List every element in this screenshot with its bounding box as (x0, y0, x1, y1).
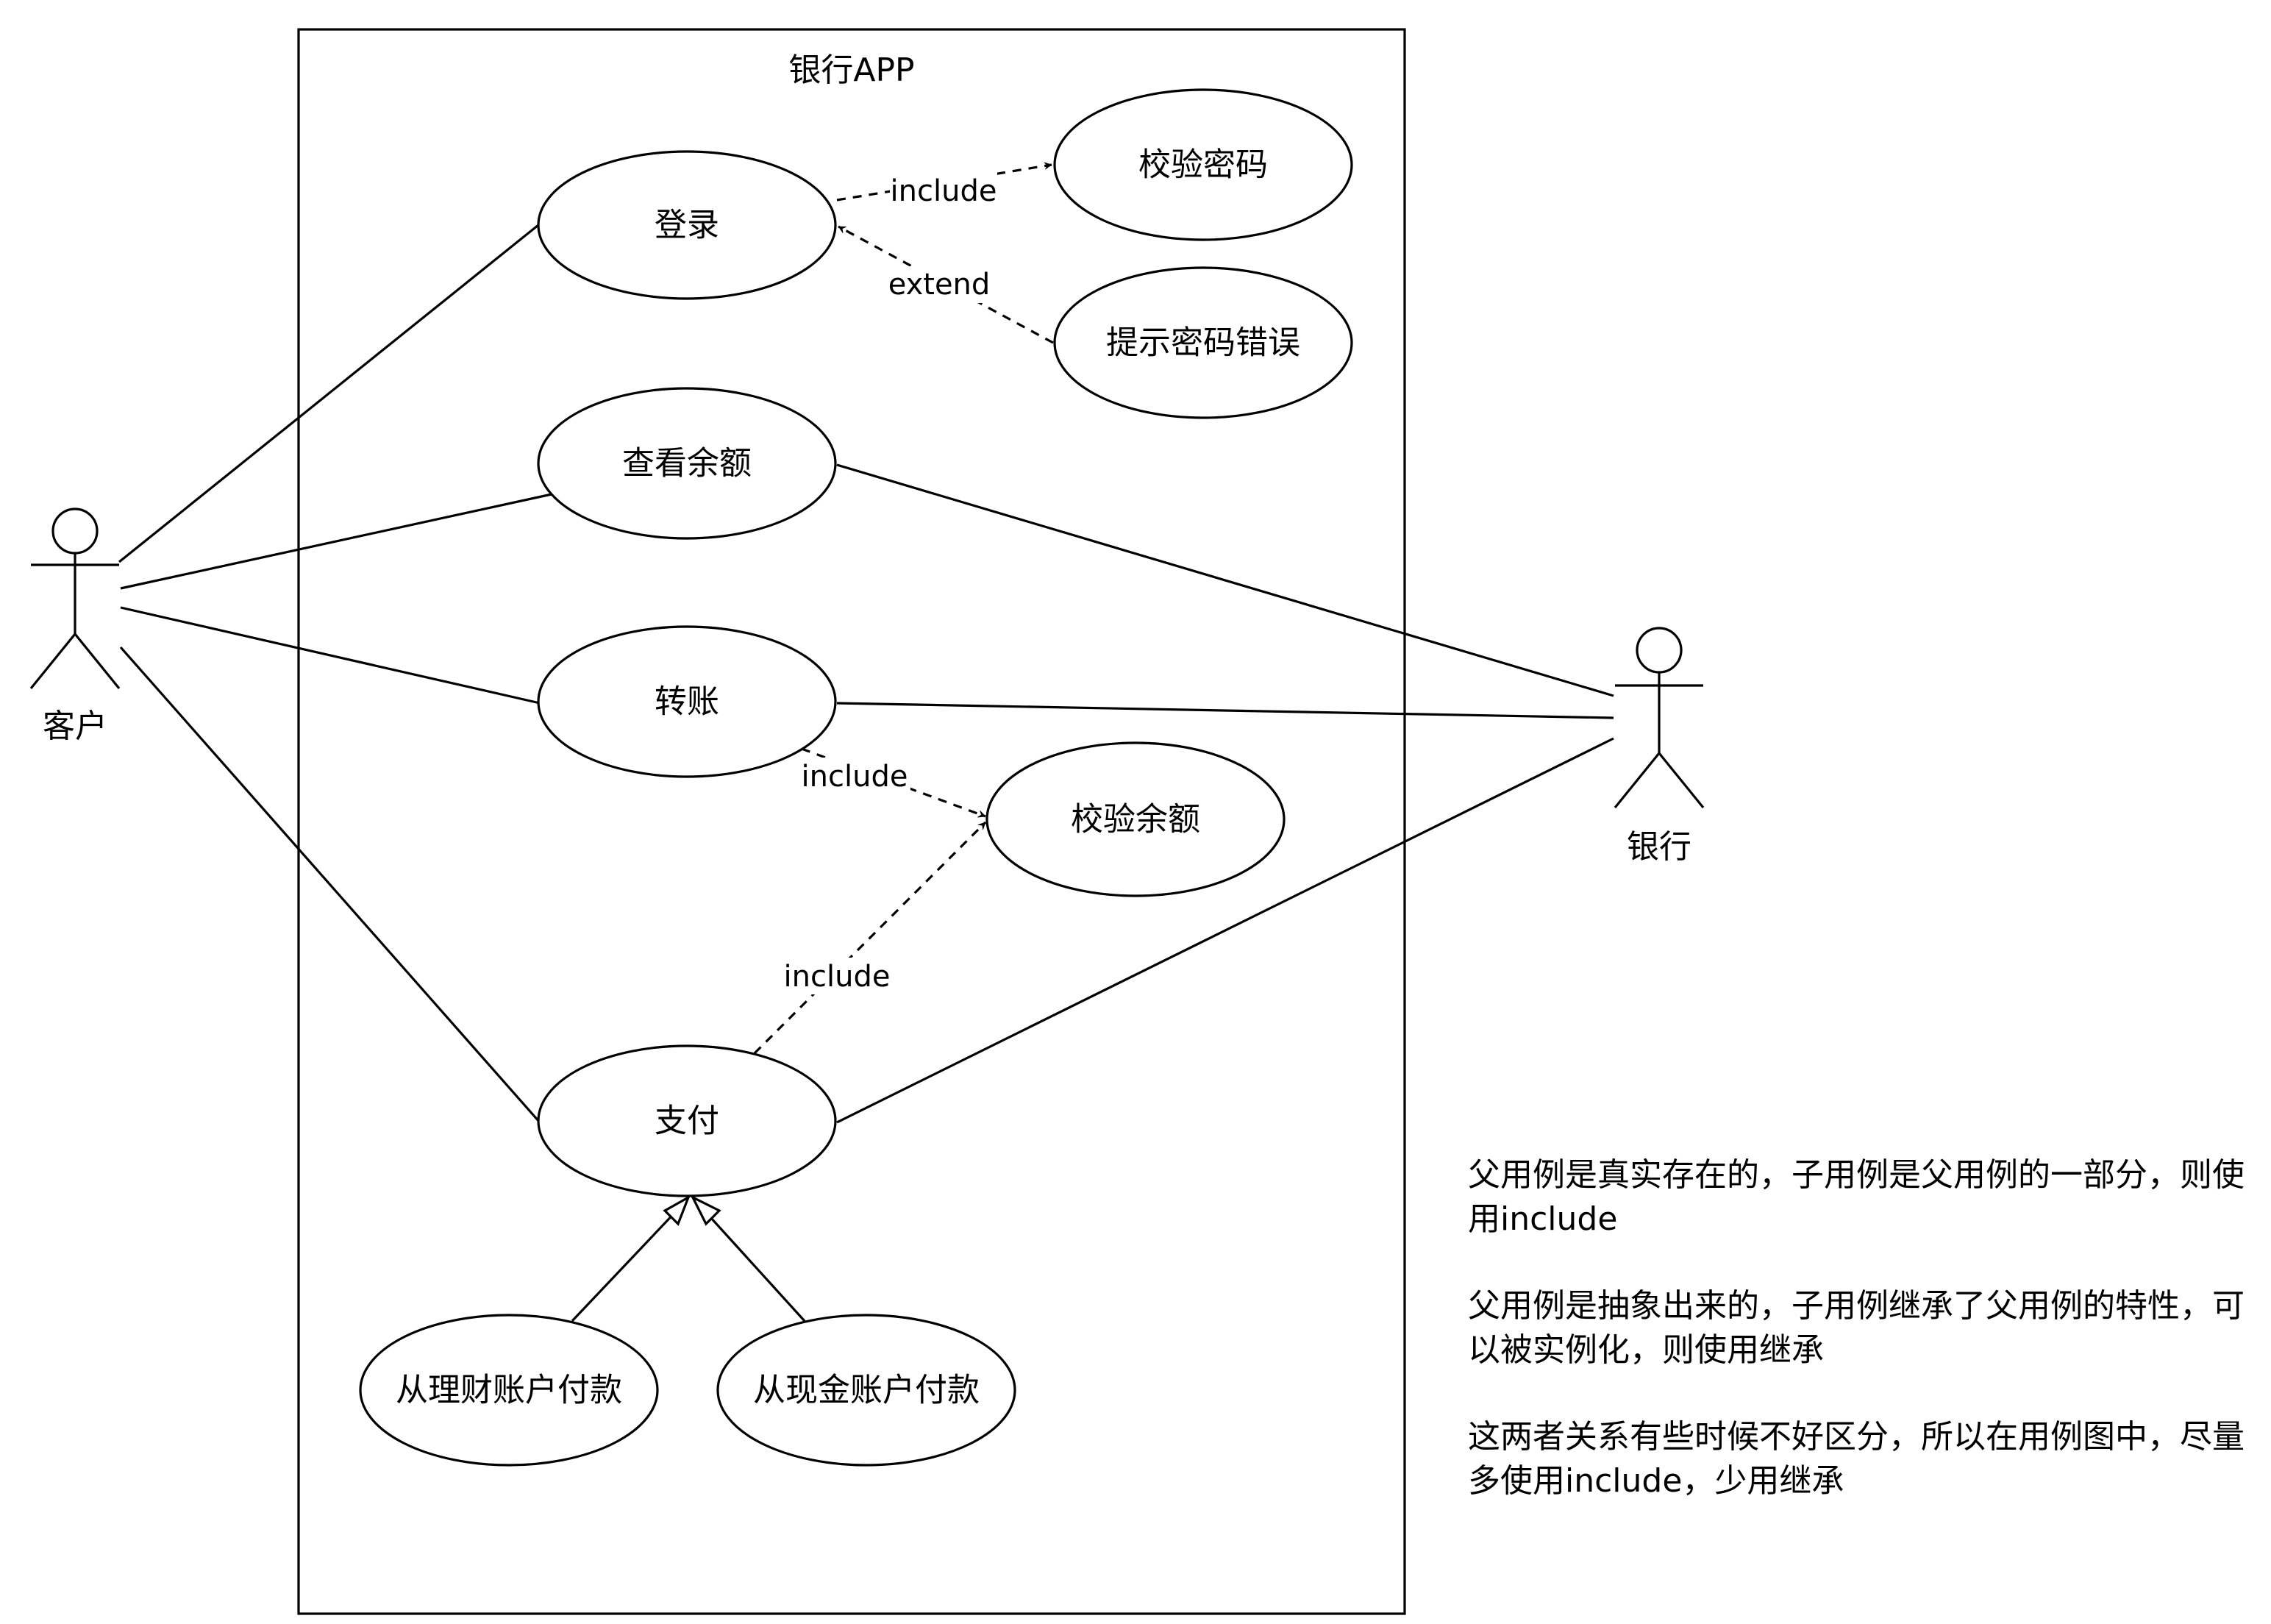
label-extend-login: extend (888, 268, 991, 302)
use-case-login[interactable]: 登录 (537, 150, 837, 300)
use-case-pay-wealth-label: 从理财账户付款 (396, 1372, 622, 1409)
actor-bank-label: 银行 (1627, 828, 1691, 866)
use-case-pay[interactable]: 支付 (537, 1044, 837, 1197)
label-include-pay: include (784, 960, 891, 994)
generalization-wealth-pay (571, 1208, 680, 1322)
assoc-customer-transfer (120, 606, 541, 705)
use-case-pay-cash-label: 从现金账户付款 (753, 1372, 980, 1409)
use-case-verify-password-label: 校验密码 (1138, 146, 1268, 184)
use-case-check-balance-label: 查看余额 (622, 445, 752, 482)
use-case-transfer-label: 转账 (655, 683, 719, 721)
use-case-pay-label: 支付 (655, 1103, 719, 1140)
use-case-pay-cash[interactable]: 从现金账户付款 (716, 1314, 1016, 1467)
generalization-cash-pay (702, 1208, 806, 1322)
actor-customer-head-icon (51, 508, 99, 555)
assoc-customer-check-balance (120, 493, 552, 590)
use-case-check-balance[interactable]: 查看余额 (537, 387, 837, 540)
use-case-wrong-password[interactable]: 提示密码错误 (1053, 266, 1353, 419)
assoc-customer-login (118, 224, 540, 563)
actor-customer-label: 客户 (43, 708, 107, 745)
generalization-arrow-wealth (663, 1194, 691, 1226)
include-login-verify-password (836, 162, 1052, 202)
use-case-transfer[interactable]: 转账 (537, 625, 837, 778)
assoc-customer-pay (119, 646, 541, 1124)
assoc-bank-transfer (836, 702, 1614, 719)
note-advice: 这两者关系有些时候不好区分，所以在用例图中，尽量多使用include，少用继承 (1468, 1418, 2245, 1500)
use-case-wrong-password-label: 提示密码错误 (1106, 324, 1300, 362)
system-boundary[interactable] (297, 28, 1406, 1615)
assoc-bank-pay (836, 737, 1614, 1124)
label-include-login: include (891, 174, 997, 208)
use-case-login-label: 登录 (655, 207, 719, 244)
use-case-pay-wealth[interactable]: 从理财账户付款 (359, 1314, 659, 1467)
note-inheritance: 父用例是抽象出来的，子用例继承了父用例的特性，可以被实例化，则使用继承 (1468, 1287, 2245, 1369)
explanation-note: 父用例是真实存在的，子用例是父用例的一部分，则使用include 父用例是抽象出… (1468, 1153, 2247, 1546)
actor-bank-head-icon (1636, 627, 1683, 674)
note-include: 父用例是真实存在的，子用例是父用例的一部分，则使用include (1468, 1156, 2245, 1238)
actor-customer[interactable]: 客户 (29, 508, 121, 745)
actor-bank[interactable]: 银行 (1614, 627, 1705, 866)
label-include-transfer: include (802, 760, 908, 794)
use-case-verify-balance-label: 校验余额 (1071, 801, 1200, 838)
use-case-verify-password[interactable]: 校验密码 (1053, 88, 1353, 241)
system-title: 银行APP (788, 51, 914, 89)
assoc-bank-check-balance (836, 463, 1614, 697)
use-case-verify-balance[interactable]: 校验余额 (985, 741, 1286, 897)
include-pay-verify-balance (753, 821, 987, 1055)
extend-wrong-password-login (838, 225, 1054, 344)
generalization-arrow-cash (690, 1194, 721, 1226)
